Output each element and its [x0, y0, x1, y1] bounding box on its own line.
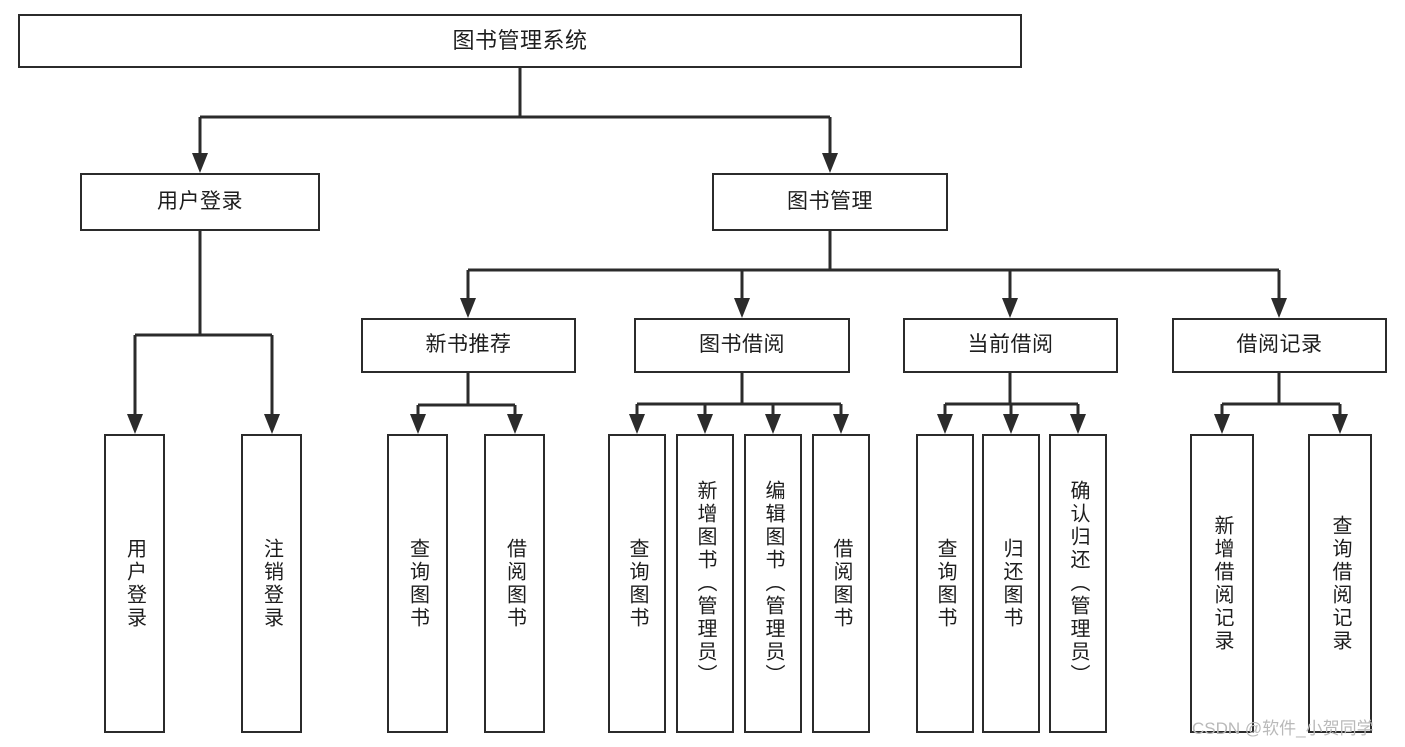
- node-book-borrow[interactable]: 图书借阅: [634, 318, 850, 373]
- node-leaf-query-borrow-record[interactable]: 查询借阅记录: [1308, 434, 1372, 733]
- node-leaf-user-login-label: 用户登录: [123, 537, 146, 630]
- node-new-book-recommend-label: 新书推荐: [425, 333, 512, 357]
- node-book-manage-label: 图书管理: [787, 189, 873, 213]
- arrowhead-current-borrow-1: [1003, 414, 1019, 434]
- node-leaf-confirm-return[interactable]: 确认归还（管理员）: [1049, 434, 1107, 733]
- node-user-login[interactable]: 用户登录: [80, 173, 320, 231]
- arrowhead-book-borrow-2: [765, 414, 781, 434]
- node-leaf-query-book-2-label: 查询图书: [626, 537, 648, 630]
- arrowhead-group: [127, 153, 1348, 434]
- arrowhead-current-borrow-0: [937, 414, 953, 434]
- arrowhead-userlogin-0: [127, 414, 143, 434]
- node-current-borrow[interactable]: 当前借阅: [903, 318, 1118, 373]
- node-leaf-logout-login-label: 注销登录: [260, 537, 283, 630]
- node-leaf-logout-login[interactable]: 注销登录: [241, 434, 302, 733]
- node-leaf-borrow-book-1[interactable]: 借阅图书: [484, 434, 545, 733]
- arrowhead-root-1: [822, 153, 838, 173]
- node-leaf-add-borrow-record-label: 新增借阅记录: [1211, 514, 1233, 653]
- arrowhead-book-borrow-0: [629, 414, 645, 434]
- arrowhead-book-borrow-3: [833, 414, 849, 434]
- node-root-图书管理系统[interactable]: 图书管理系统: [18, 14, 1022, 68]
- node-root-图书管理系统-label: 图书管理系统: [452, 28, 588, 54]
- node-user-login-label: 用户登录: [157, 189, 243, 213]
- node-leaf-add-book-admin-label: 新增图书（管理员）: [694, 480, 716, 687]
- node-leaf-borrow-book-2[interactable]: 借阅图书: [812, 434, 870, 733]
- node-leaf-query-book-1-label: 查询图书: [406, 537, 429, 630]
- node-leaf-query-book-3-label: 查询图书: [934, 537, 956, 630]
- node-leaf-borrow-book-1-label: 借阅图书: [503, 537, 526, 630]
- arrowhead-bookmanage-0: [460, 298, 476, 318]
- arrowhead-bookmanage-3: [1271, 298, 1287, 318]
- arrowhead-new-book-recommend-0: [410, 414, 426, 434]
- node-leaf-borrow-book-2-label: 借阅图书: [830, 537, 852, 630]
- node-borrow-record-label: 借阅记录: [1236, 333, 1323, 357]
- node-book-borrow-label: 图书借阅: [699, 333, 785, 357]
- node-leaf-edit-book-admin[interactable]: 编辑图书（管理员）: [744, 434, 802, 733]
- arrowhead-borrow-record-0: [1214, 414, 1230, 434]
- arrowhead-bookmanage-2: [1002, 298, 1018, 318]
- node-leaf-add-borrow-record[interactable]: 新增借阅记录: [1190, 434, 1254, 733]
- node-leaf-query-book-3[interactable]: 查询图书: [916, 434, 974, 733]
- node-borrow-record[interactable]: 借阅记录: [1172, 318, 1387, 373]
- node-new-book-recommend[interactable]: 新书推荐: [361, 318, 576, 373]
- arrowhead-book-borrow-1: [697, 414, 713, 434]
- node-leaf-user-login[interactable]: 用户登录: [104, 434, 165, 733]
- node-leaf-add-book-admin[interactable]: 新增图书（管理员）: [676, 434, 734, 733]
- node-leaf-query-book-2[interactable]: 查询图书: [608, 434, 666, 733]
- arrowhead-bookmanage-1: [734, 298, 750, 318]
- arrowhead-borrow-record-1: [1332, 414, 1348, 434]
- node-leaf-query-borrow-record-label: 查询借阅记录: [1329, 514, 1351, 653]
- node-current-borrow-label: 当前借阅: [967, 333, 1054, 357]
- node-leaf-return-book[interactable]: 归还图书: [982, 434, 1040, 733]
- node-leaf-confirm-return-label: 确认归还（管理员）: [1067, 480, 1089, 687]
- node-leaf-return-book-label: 归还图书: [1000, 537, 1022, 630]
- arrowhead-root-0: [192, 153, 208, 173]
- node-leaf-edit-book-admin-label: 编辑图书（管理员）: [762, 480, 784, 687]
- node-book-manage[interactable]: 图书管理: [712, 173, 948, 231]
- arrowhead-userlogin-1: [264, 414, 280, 434]
- arrowhead-current-borrow-2: [1070, 414, 1086, 434]
- node-leaf-query-book-1[interactable]: 查询图书: [387, 434, 448, 733]
- arrowhead-new-book-recommend-1: [507, 414, 523, 434]
